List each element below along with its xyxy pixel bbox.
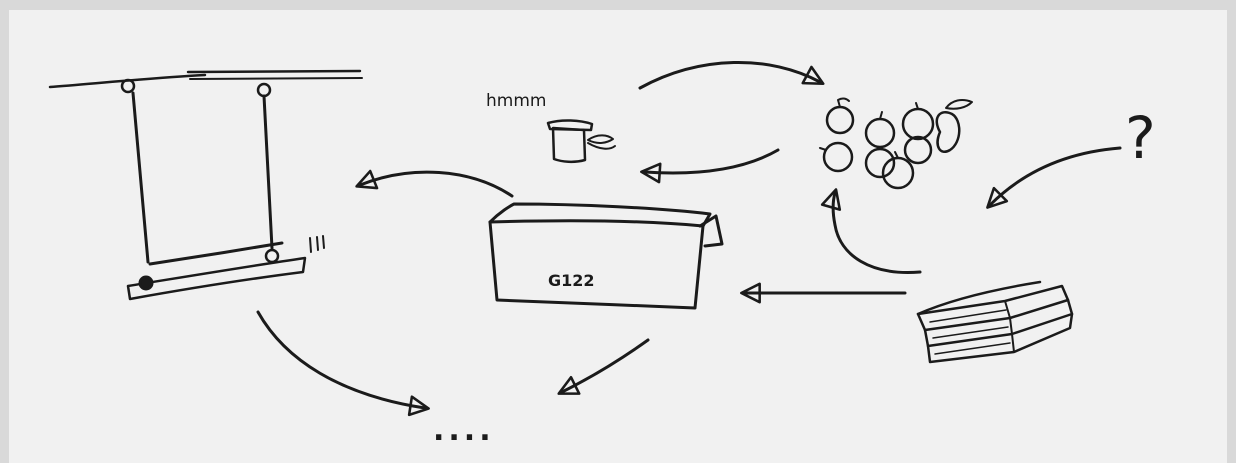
question-mark: ? xyxy=(1125,104,1156,172)
box-sketch xyxy=(488,202,724,310)
arrow-jar-to-fruit xyxy=(638,61,825,90)
arrow-books-to-fruit xyxy=(820,188,922,274)
arrow-fruit-to-jar xyxy=(640,148,780,184)
loom-frame-sketch xyxy=(48,69,363,301)
jar-label: hmmm xyxy=(486,91,546,111)
box-label: G122 xyxy=(548,271,595,290)
arrow-box-to-end xyxy=(557,338,650,395)
flow-arrows xyxy=(256,61,1122,417)
sketch-paper xyxy=(9,10,1227,463)
arrow-question-to-fruit xyxy=(986,146,1122,209)
book-stack-sketch xyxy=(916,280,1074,364)
ellipsis-end: .... xyxy=(433,413,495,448)
arrow-loom-to-end xyxy=(256,310,430,417)
jar-sketch xyxy=(546,119,616,164)
fruit-cluster-sketch xyxy=(819,97,973,190)
arrow-box-to-loom xyxy=(355,169,514,198)
